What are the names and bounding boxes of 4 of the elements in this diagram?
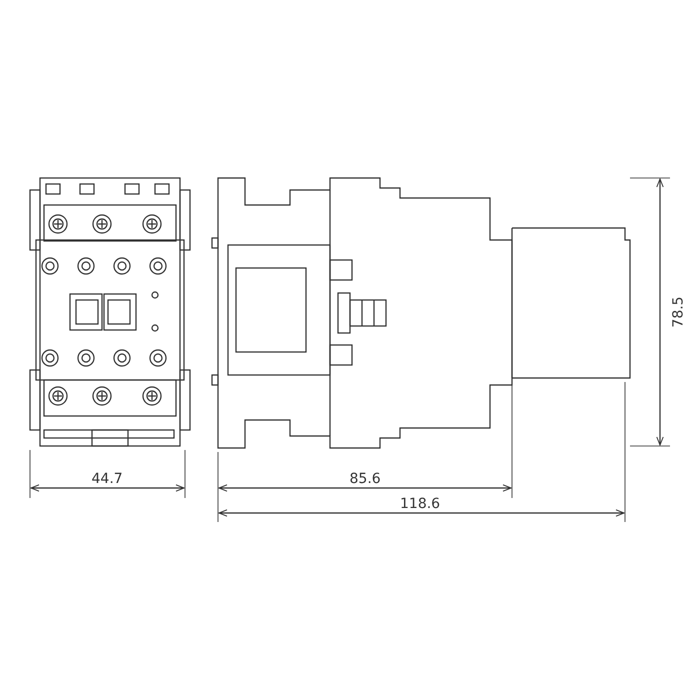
dimension-label: 85.6 [350,471,381,487]
dimension-label: 44.7 [92,471,123,487]
dimension-label: 118.6 [400,496,440,512]
dimension-label: 78.5 [670,296,686,328]
